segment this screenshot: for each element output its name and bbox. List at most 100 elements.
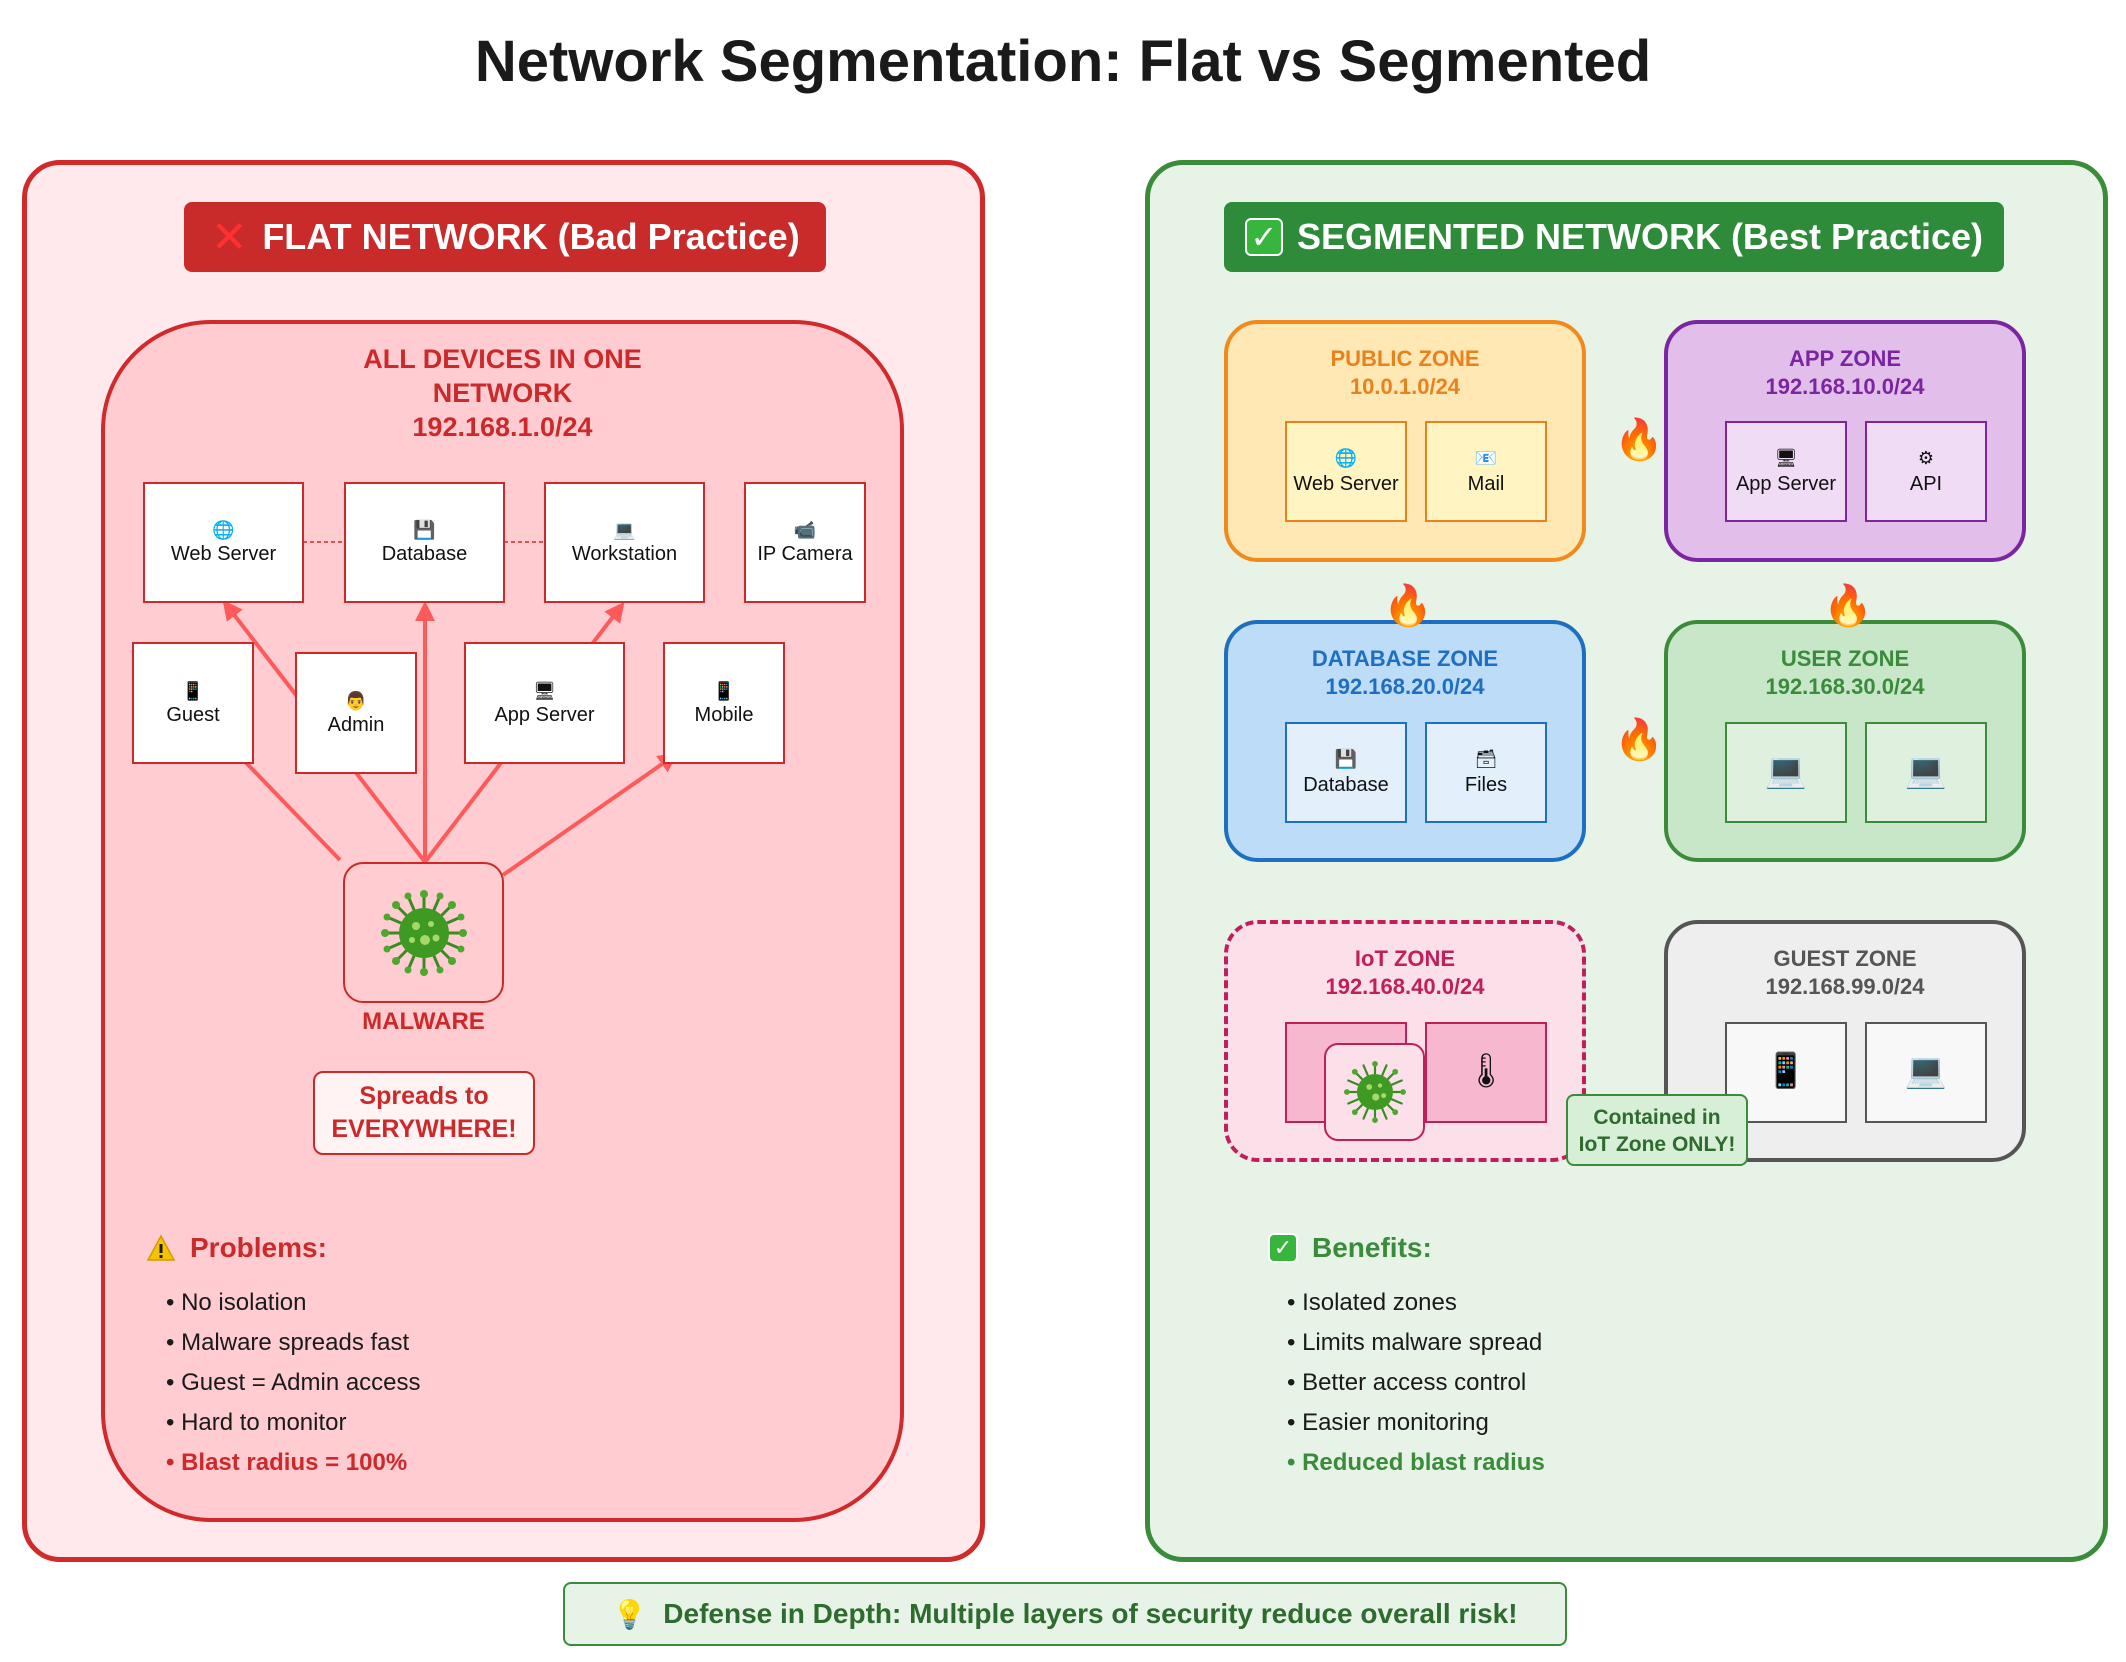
user-zone-subnet: 192.168.30.0/24	[1765, 674, 1925, 699]
page-title: Network Segmentation: Flat vs Segmented	[474, 29, 1652, 94]
flat-device-app-server: 🖥 App Server	[464, 642, 625, 764]
gear-icon: ⚙	[1917, 448, 1935, 468]
check-mark-icon: ✓	[1244, 218, 1283, 256]
flat-banner-label: FLAT NETWORK (Bad Practice)	[262, 216, 800, 257]
thermometer-icon: 🌡	[1464, 1051, 1508, 1090]
benefit-item: • Better access control	[1287, 1369, 1527, 1396]
app-api: ⚙ API	[1865, 421, 1987, 522]
flat-network-subnet: 192.168.1.0/24	[412, 412, 593, 442]
app-zone-subnet: 192.168.10.0/24	[1765, 374, 1925, 399]
contained-malware-node	[1324, 1043, 1425, 1141]
floppy-disk-icon: 💾	[1334, 749, 1358, 769]
contained-callout: Contained in IoT Zone ONLY!	[1566, 1094, 1748, 1166]
public-web-server: 🌐 Web Server	[1285, 421, 1407, 522]
flat-device-label: Database	[381, 543, 468, 565]
guest-zone-subnet: 192.168.99.0/24	[1765, 974, 1925, 999]
user-laptop-2: 💻	[1865, 722, 1987, 823]
flat-device-mobile: 📱 Mobile	[663, 642, 785, 764]
flat-device-label: Admin	[327, 713, 385, 736]
segmented-network-banner: ✓ SEGMENTED NETWORK (Best Practice)	[1224, 202, 2004, 272]
problems-heading: Problems:	[146, 1232, 327, 1264]
flat-device-workstation: 💻 Workstation	[544, 482, 705, 603]
contained-line1: Contained in	[1593, 1106, 1721, 1129]
cross-mark-icon: ✕	[210, 212, 248, 262]
mail-icon: 📧	[1474, 448, 1498, 468]
db-files: 🗃 Files	[1425, 722, 1547, 823]
spreads-line2: EVERYWHERE!	[331, 1115, 517, 1143]
segmented-banner-label: SEGMENTED NETWORK (Best Practice)	[1296, 216, 1984, 257]
mobile-phone-icon: 📱	[181, 680, 205, 701]
mobile-phone-icon: 📱	[712, 680, 736, 701]
globe-icon: 🌐	[1334, 448, 1358, 468]
person-icon: 👨	[344, 690, 368, 711]
public-zone-name: PUBLIC ZONE	[1330, 346, 1480, 371]
mobile-phone-icon: 📱	[1764, 1051, 1808, 1090]
flat-device-web-server: 🌐 Web Server	[143, 482, 304, 603]
benefit-item: • Limits malware spread	[1287, 1329, 1543, 1356]
virus-icon	[380, 889, 467, 976]
defense-in-depth-footer: 💡 Defense in Depth: Multiple layers of s…	[563, 1582, 1567, 1646]
problem-item: • No isolation	[166, 1289, 307, 1316]
flat-network-title-line1: ALL DEVICES IN ONE	[363, 344, 642, 374]
guest-zone-name: GUEST ZONE	[1773, 946, 1917, 971]
flat-device-database: 💾 Database	[344, 482, 505, 603]
flat-device-label: Workstation	[571, 543, 678, 565]
firewall-icon: 🔥	[1614, 418, 1664, 462]
flat-device-label: Web Server	[170, 543, 277, 565]
firewall-icon: 🔥	[1823, 584, 1873, 628]
flat-device-label: Mobile	[694, 703, 754, 726]
benefits-title: Benefits:	[1312, 1232, 1432, 1263]
laptop-icon: 💻	[1904, 1051, 1948, 1090]
floppy-disk-icon: 💾	[413, 520, 436, 540]
benefit-item-highlight: • Reduced blast radius	[1287, 1449, 1545, 1476]
video-camera-icon: 📹	[793, 520, 817, 540]
guest-laptop: 💻	[1865, 1022, 1987, 1123]
firewall-icon: 🔥	[1383, 584, 1433, 628]
problems-title: Problems:	[190, 1232, 327, 1263]
laptop-icon: 💻	[1904, 751, 1948, 790]
problem-item-highlight: • Blast radius = 100%	[166, 1449, 408, 1476]
laptop-icon: 💻	[1764, 751, 1808, 790]
app-app-server: 🖥 App Server	[1725, 421, 1847, 522]
flat-network-title-line2: NETWORK	[432, 378, 573, 408]
flat-device-admin: 👨 Admin	[295, 652, 417, 774]
problem-item: • Guest = Admin access	[166, 1369, 421, 1396]
problem-item: • Hard to monitor	[166, 1409, 347, 1436]
flat-device-ip-camera: 📹 IP Camera	[744, 482, 866, 603]
laptop-icon: 💻	[613, 520, 636, 540]
spreads-line1: Spreads to	[359, 1082, 489, 1110]
iot-zone-name: IoT ZONE	[1354, 946, 1456, 971]
flat-device-guest: 📱 Guest	[132, 642, 254, 764]
desktop-icon: 🖥	[1774, 448, 1798, 468]
check-mark-icon: ✓	[1268, 1233, 1298, 1263]
user-zone-name: USER ZONE	[1780, 646, 1910, 671]
flat-device-label: Guest	[166, 703, 220, 726]
lightbulb-icon: 💡	[612, 1598, 648, 1630]
malware-node	[343, 862, 504, 1003]
user-laptop-1: 💻	[1725, 722, 1847, 823]
database-zone-subnet: 192.168.20.0/24	[1325, 674, 1485, 699]
public-mail: 📧 Mail	[1425, 421, 1547, 522]
benefit-item: • Easier monitoring	[1287, 1409, 1489, 1436]
virus-icon	[1343, 1061, 1406, 1123]
globe-icon: 🌐	[212, 520, 235, 540]
malware-label: MALWARE	[362, 1008, 485, 1035]
app-zone-name: APP ZONE	[1788, 346, 1902, 371]
flat-device-label: IP Camera	[757, 543, 853, 565]
flat-device-label: App Server	[494, 703, 595, 726]
benefits-heading: ✓ Benefits:	[1268, 1232, 1432, 1264]
public-zone-subnet: 10.0.1.0/24	[1349, 374, 1461, 399]
spreads-everywhere-callout: Spreads to EVERYWHERE!	[313, 1071, 535, 1155]
problem-item: • Malware spreads fast	[166, 1329, 410, 1356]
firewall-icon: 🔥	[1614, 718, 1664, 762]
benefit-item: • Isolated zones	[1287, 1289, 1457, 1316]
db-database: 💾 Database	[1285, 722, 1407, 823]
arrow-to-mobile	[501, 752, 679, 877]
iot-device-2: 🌡	[1425, 1022, 1547, 1123]
guest-phone: 📱	[1725, 1022, 1847, 1123]
iot-zone-subnet: 192.168.40.0/24	[1325, 974, 1485, 999]
contained-line2: IoT Zone ONLY!	[1578, 1133, 1736, 1156]
footer-text: Defense in Depth: Multiple layers of sec…	[663, 1598, 1518, 1629]
flat-network-banner: ✕ FLAT NETWORK (Bad Practice)	[184, 202, 826, 272]
database-zone-name: DATABASE ZONE	[1311, 646, 1499, 671]
